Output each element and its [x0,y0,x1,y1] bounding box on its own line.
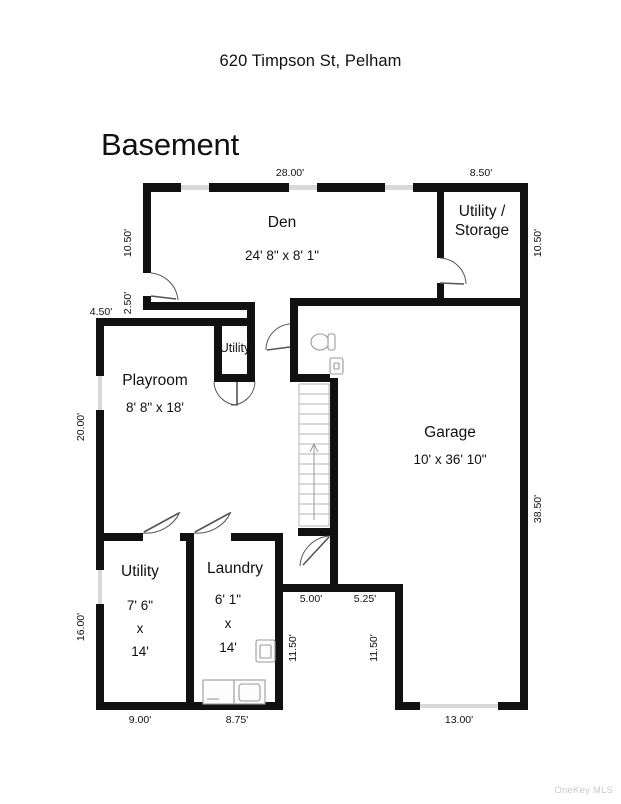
room-dim-garage: 10' x 36' 10" [414,452,487,467]
bathroom-sink-icon [329,357,344,375]
watermark: OneKey MLS [554,785,613,796]
room-dim-den: 24' 8" x 8' 1" [245,248,319,263]
meas-notch-depth-right: 11.50' [368,634,380,662]
room-label-utility-storage2: Storage [455,222,509,239]
page-title: 620 Timpson St, Pelham [219,52,402,70]
meas-left-playroom: 20.00' [75,413,87,441]
meas-left-den: 10.50' [122,229,134,257]
room-dim-utility-3: 14' [131,644,149,659]
room-label-utility-storage: Utility / [459,203,506,220]
meas-notch-right: 5.25' [354,593,376,605]
meas-left-offset: 4.50' [90,306,112,318]
room-label-playroom: Playroom [122,372,187,389]
room-dim-utility-1: 7' 6" [127,598,153,613]
meas-notch-depth-left: 11.50' [287,634,299,662]
room-dim-playroom: 8' 8" x 18' [126,400,184,415]
meas-notch-left: 5.00' [300,593,322,605]
measurement-labels: 28.00' 8.50' 10.50' 2.50' 4.50' 20.00' 1… [75,167,544,726]
meas-left-step: 2.50' [122,292,134,314]
door-swings [142,257,467,567]
laundry-sink-icon [255,639,276,663]
room-label-utility-closet: Utility [220,341,251,355]
meas-right-garage: 38.50' [532,495,544,523]
room-labels: Den 24' 8" x 8' 1" Utility / Storage Uti… [121,203,509,659]
toilet-icon [310,333,330,351]
meas-bottom-laundry: 8.75' [226,714,248,726]
level-title: Basement [101,127,239,162]
staircase [298,383,330,527]
meas-top-utility-storage: 8.50' [470,167,492,179]
room-dim-utility-2: x [137,621,144,636]
meas-right-utility-storage: 10.50' [532,229,544,257]
bathroom-fixtures [310,333,344,375]
meas-left-lower: 16.00' [75,613,87,641]
room-label-laundry: Laundry [207,560,263,577]
room-label-den: Den [268,214,296,231]
meas-bottom-utility: 9.00' [129,714,151,726]
room-dim-laundry-2: x [225,616,232,631]
room-dim-laundry-3: 14' [219,640,237,655]
room-label-utility: Utility [121,563,159,580]
room-label-garage: Garage [424,424,476,441]
meas-bottom-garage: 13.00' [445,714,473,726]
meas-top-den: 28.00' [276,167,304,179]
washer-icon [202,679,235,705]
interior-walls [96,183,528,710]
room-dim-laundry-1: 6' 1" [215,592,241,607]
laundry-fixtures [202,639,276,705]
